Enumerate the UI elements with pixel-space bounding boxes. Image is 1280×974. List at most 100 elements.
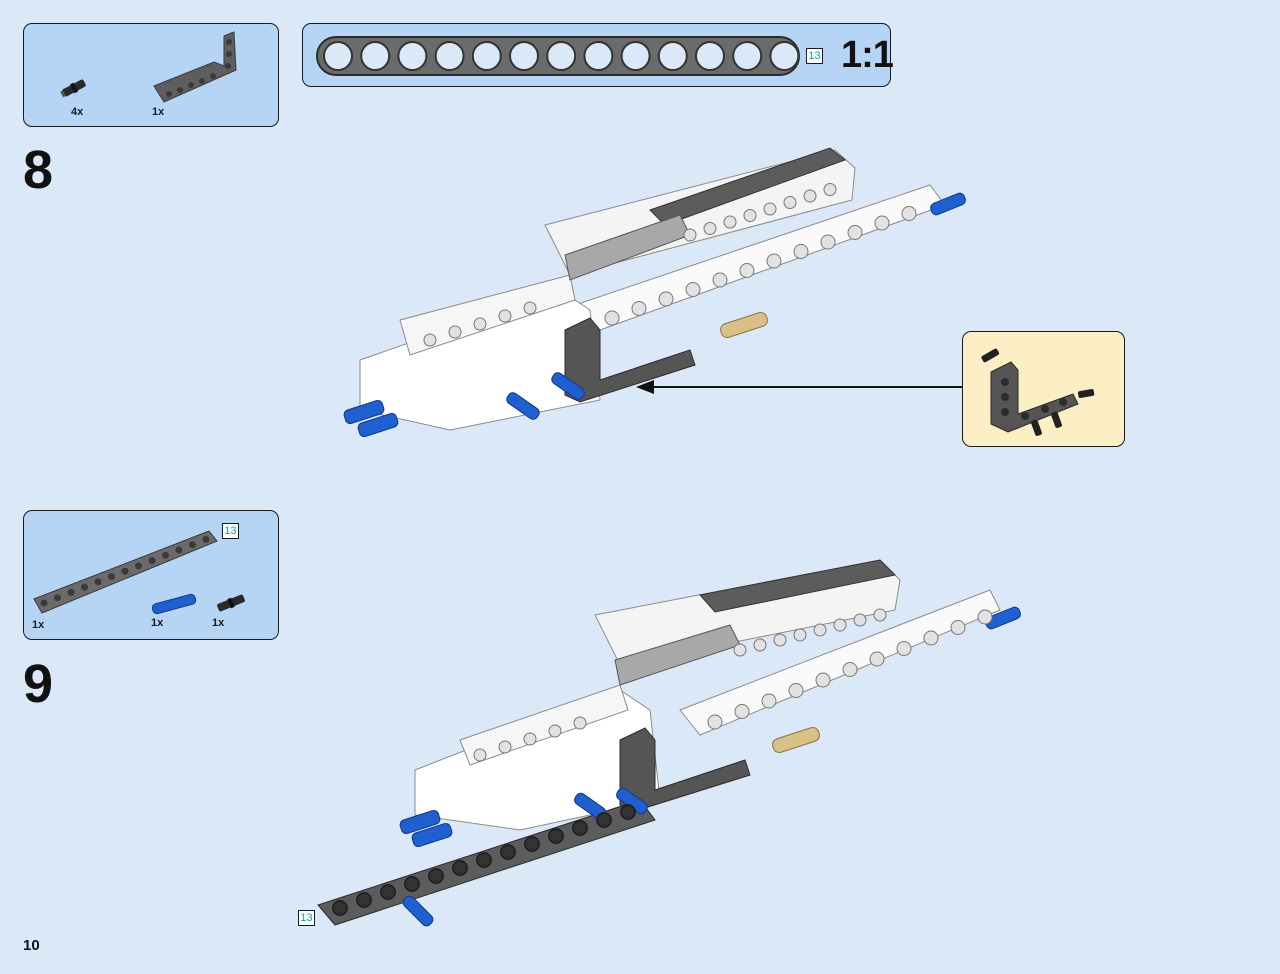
beam-hole <box>923 630 939 646</box>
beam-hole <box>977 609 993 625</box>
beam-hole <box>498 309 512 323</box>
beam-hole <box>763 202 777 216</box>
beam-hole <box>793 244 809 259</box>
black-friction-pin-icon <box>60 79 86 98</box>
beam-hole <box>703 222 717 235</box>
beam-hole <box>820 234 836 250</box>
beam-hole <box>356 892 372 908</box>
beam-holes <box>332 608 993 916</box>
page-number: 10 <box>23 937 40 954</box>
part-qty: 1x <box>212 617 225 629</box>
beam-hole <box>685 282 701 297</box>
beam-hole <box>40 599 48 607</box>
beam-hole <box>54 594 61 602</box>
beam-hole <box>397 41 428 71</box>
beam-hole <box>476 852 492 868</box>
beam-hole <box>509 41 539 71</box>
step-number: 8 <box>23 140 54 200</box>
beam-hole <box>323 41 353 71</box>
beam-hole <box>631 301 647 316</box>
beam-hole <box>523 301 537 315</box>
beam-hole <box>793 628 807 642</box>
beam-hole <box>548 724 562 738</box>
beam-hole <box>523 732 537 746</box>
beam-hole <box>788 683 804 698</box>
length-label: 13 <box>298 910 315 926</box>
length-label: 13 <box>222 523 239 539</box>
beam-hole <box>121 567 129 575</box>
beam-hole <box>452 860 468 876</box>
beam-hole <box>950 620 966 635</box>
beam-hole <box>620 804 636 820</box>
beam-hole <box>524 836 540 852</box>
beam-hole <box>135 562 142 570</box>
sub-assembly-callout <box>962 331 1125 447</box>
beam-hole <box>620 41 651 71</box>
beam-hole <box>604 310 620 326</box>
beam-hole <box>753 638 767 652</box>
beam-hole <box>448 325 462 339</box>
beam-hole <box>428 868 444 884</box>
beam-hole <box>94 578 102 586</box>
scale-label: 1:1 <box>841 34 894 76</box>
beam-hole <box>434 41 465 71</box>
beam-hole <box>657 41 688 71</box>
beam-hole <box>546 41 577 71</box>
beam-hole <box>773 633 787 647</box>
beam-hole <box>901 206 917 221</box>
beam-hole <box>803 189 817 203</box>
beam-hole <box>148 557 156 565</box>
beam-hole <box>473 317 487 331</box>
beam-hole <box>573 716 587 730</box>
black-friction-pin-icon <box>217 594 245 612</box>
beam-hole <box>815 672 831 688</box>
beam-holes <box>423 183 917 347</box>
beam-hole <box>332 900 348 916</box>
length-label: 13 <box>806 48 823 64</box>
beam-holes <box>323 41 800 71</box>
beam-hole <box>833 618 847 632</box>
beam-hole <box>596 812 612 828</box>
beam-hole <box>813 623 827 637</box>
beam-hole <box>873 608 887 622</box>
beam-hole <box>423 333 437 347</box>
step-9-parts-list: 13 1x 1x 1x <box>23 510 279 640</box>
beam-hole <box>847 225 863 240</box>
part-qty: 1x <box>152 106 165 118</box>
beam-hole <box>766 253 782 269</box>
step-number: 9 <box>23 654 54 714</box>
l-beam-with-pins-icon <box>981 348 1095 436</box>
beam-hole <box>732 41 763 71</box>
part-qty: 1x <box>151 617 164 629</box>
beam-hole <box>583 41 614 71</box>
beam-hole <box>695 41 725 71</box>
beam-hole <box>572 820 588 836</box>
beam-hole <box>896 641 912 656</box>
beam-hole <box>202 535 210 543</box>
beam-hole <box>874 215 890 231</box>
beam-hole <box>723 215 737 229</box>
beam-hole <box>548 828 564 844</box>
beam-hole <box>739 263 755 278</box>
blue-pin-icon <box>151 593 197 615</box>
beam-hole <box>108 573 115 580</box>
beam-hole <box>175 546 183 554</box>
beam-hole <box>81 583 88 591</box>
beam-hole <box>360 41 391 71</box>
beam-hole <box>658 291 674 307</box>
beam-hole <box>769 41 800 71</box>
beam-hole <box>67 588 75 596</box>
beam-hole <box>743 209 757 222</box>
beam-hole <box>783 196 797 209</box>
beam-hole <box>380 884 396 900</box>
step-8-parts-list: 4x 1x <box>23 23 279 127</box>
beam-hole <box>404 876 420 892</box>
beam-hole <box>823 183 837 196</box>
beam-hole <box>707 714 723 730</box>
beam-hole <box>734 704 750 719</box>
beam-hole <box>189 541 196 549</box>
beam-hole <box>733 643 747 657</box>
beam-hole <box>869 651 885 667</box>
beam-hole <box>712 272 728 288</box>
